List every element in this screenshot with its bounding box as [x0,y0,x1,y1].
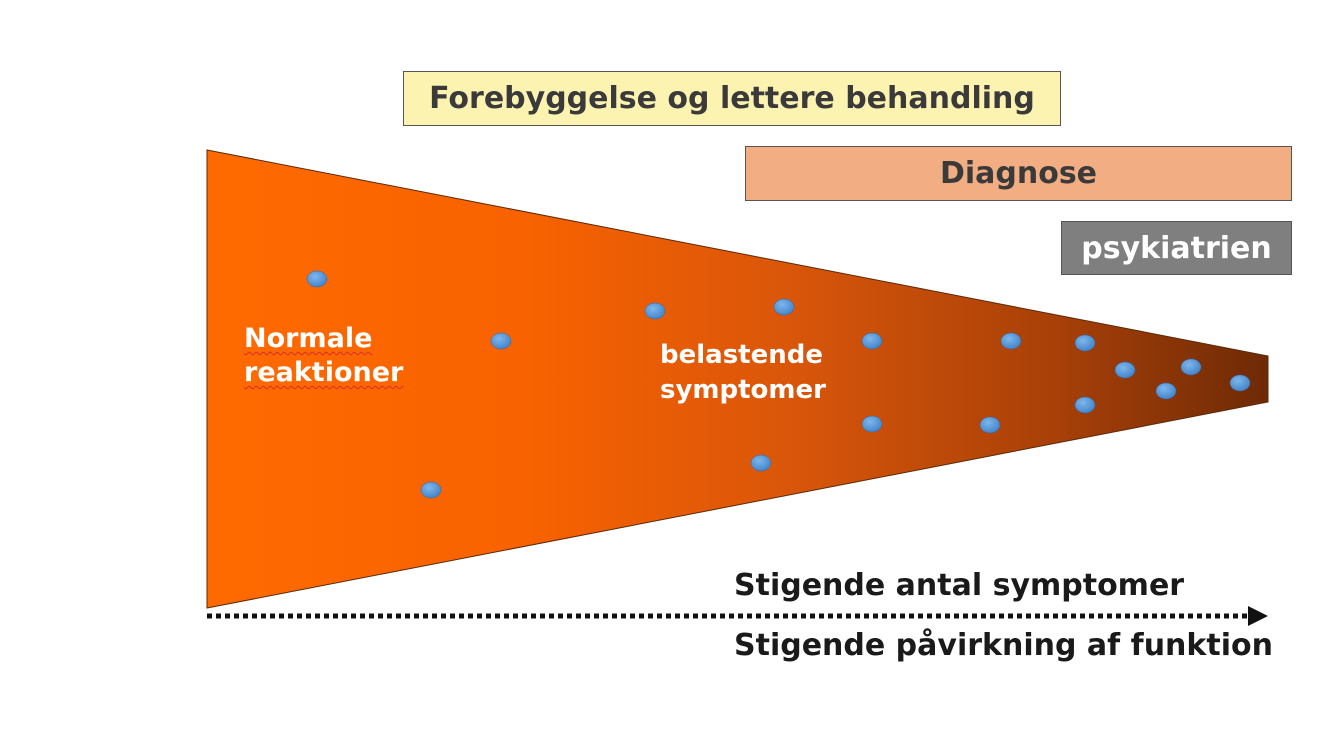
symptom-dot [773,298,795,316]
prevention-box: Forebyggelse og lettere behandling [403,71,1061,126]
normal-reactions-label: Normale reaktioner [244,322,403,390]
symptom-dot [861,415,883,433]
symptom-dot [1074,396,1096,414]
burdening-symptoms-label: belastende symptomer [660,338,826,408]
symptom-dot [1229,374,1251,392]
normal-reactions-line1: Normale [244,323,373,354]
psychiatry-box: psykiatrien [1061,221,1292,275]
symptom-dot [979,416,1001,434]
symptom-dots [306,270,1251,499]
symptom-dot [1074,334,1096,352]
symptom-dot [490,332,512,350]
symptom-dot [1155,382,1177,400]
symptom-dot [644,302,666,320]
axis-label-symptoms: Stigende antal symptomer [734,568,1185,603]
burdening-symptoms-line1: belastende [660,340,823,370]
burdening-symptoms-line2: symptomer [660,375,826,405]
symptom-dot [420,481,442,499]
symptom-dot [1180,358,1202,376]
symptom-dot [750,454,772,472]
normal-reactions-line2: reaktioner [244,357,404,388]
symptom-dot [1000,332,1022,350]
diagnosis-box: Diagnose [745,146,1292,201]
axis-label-function: Stigende påvirkning af funktion [734,628,1273,663]
funnel-shape [206,149,1269,609]
axis-arrow-head [1248,606,1268,626]
symptom-dot [1114,361,1136,379]
symptom-dot [861,332,883,350]
symptom-dot [306,270,328,288]
